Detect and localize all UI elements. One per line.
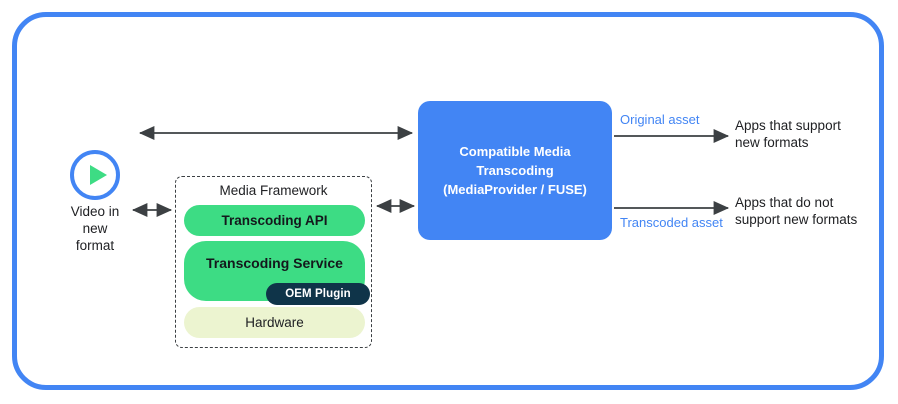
edge-label-transcoded-asset: Transcoded asset [620,215,723,230]
media-framework-container: Media Framework Transcoding API Transcod… [175,176,372,348]
play-circle-icon [70,150,120,200]
video-source-caption: Video in new format [70,204,120,253]
media-framework-title: Media Framework [219,183,328,198]
target-apps-no-support-new-formats: Apps that do not support new formats [735,195,858,227]
layer-hardware: Hardware [184,307,365,338]
layer-transcoding-api: Transcoding API [184,205,365,236]
compatible-media-transcoding-box: Compatible Media Transcoding (MediaProvi… [418,101,612,240]
play-triangle-icon [90,165,107,185]
oem-plugin-badge: OEM Plugin [266,283,370,305]
target-apps-support-new-formats: Apps that support new formats [735,118,841,150]
edge-label-original-asset: Original asset [620,112,700,127]
